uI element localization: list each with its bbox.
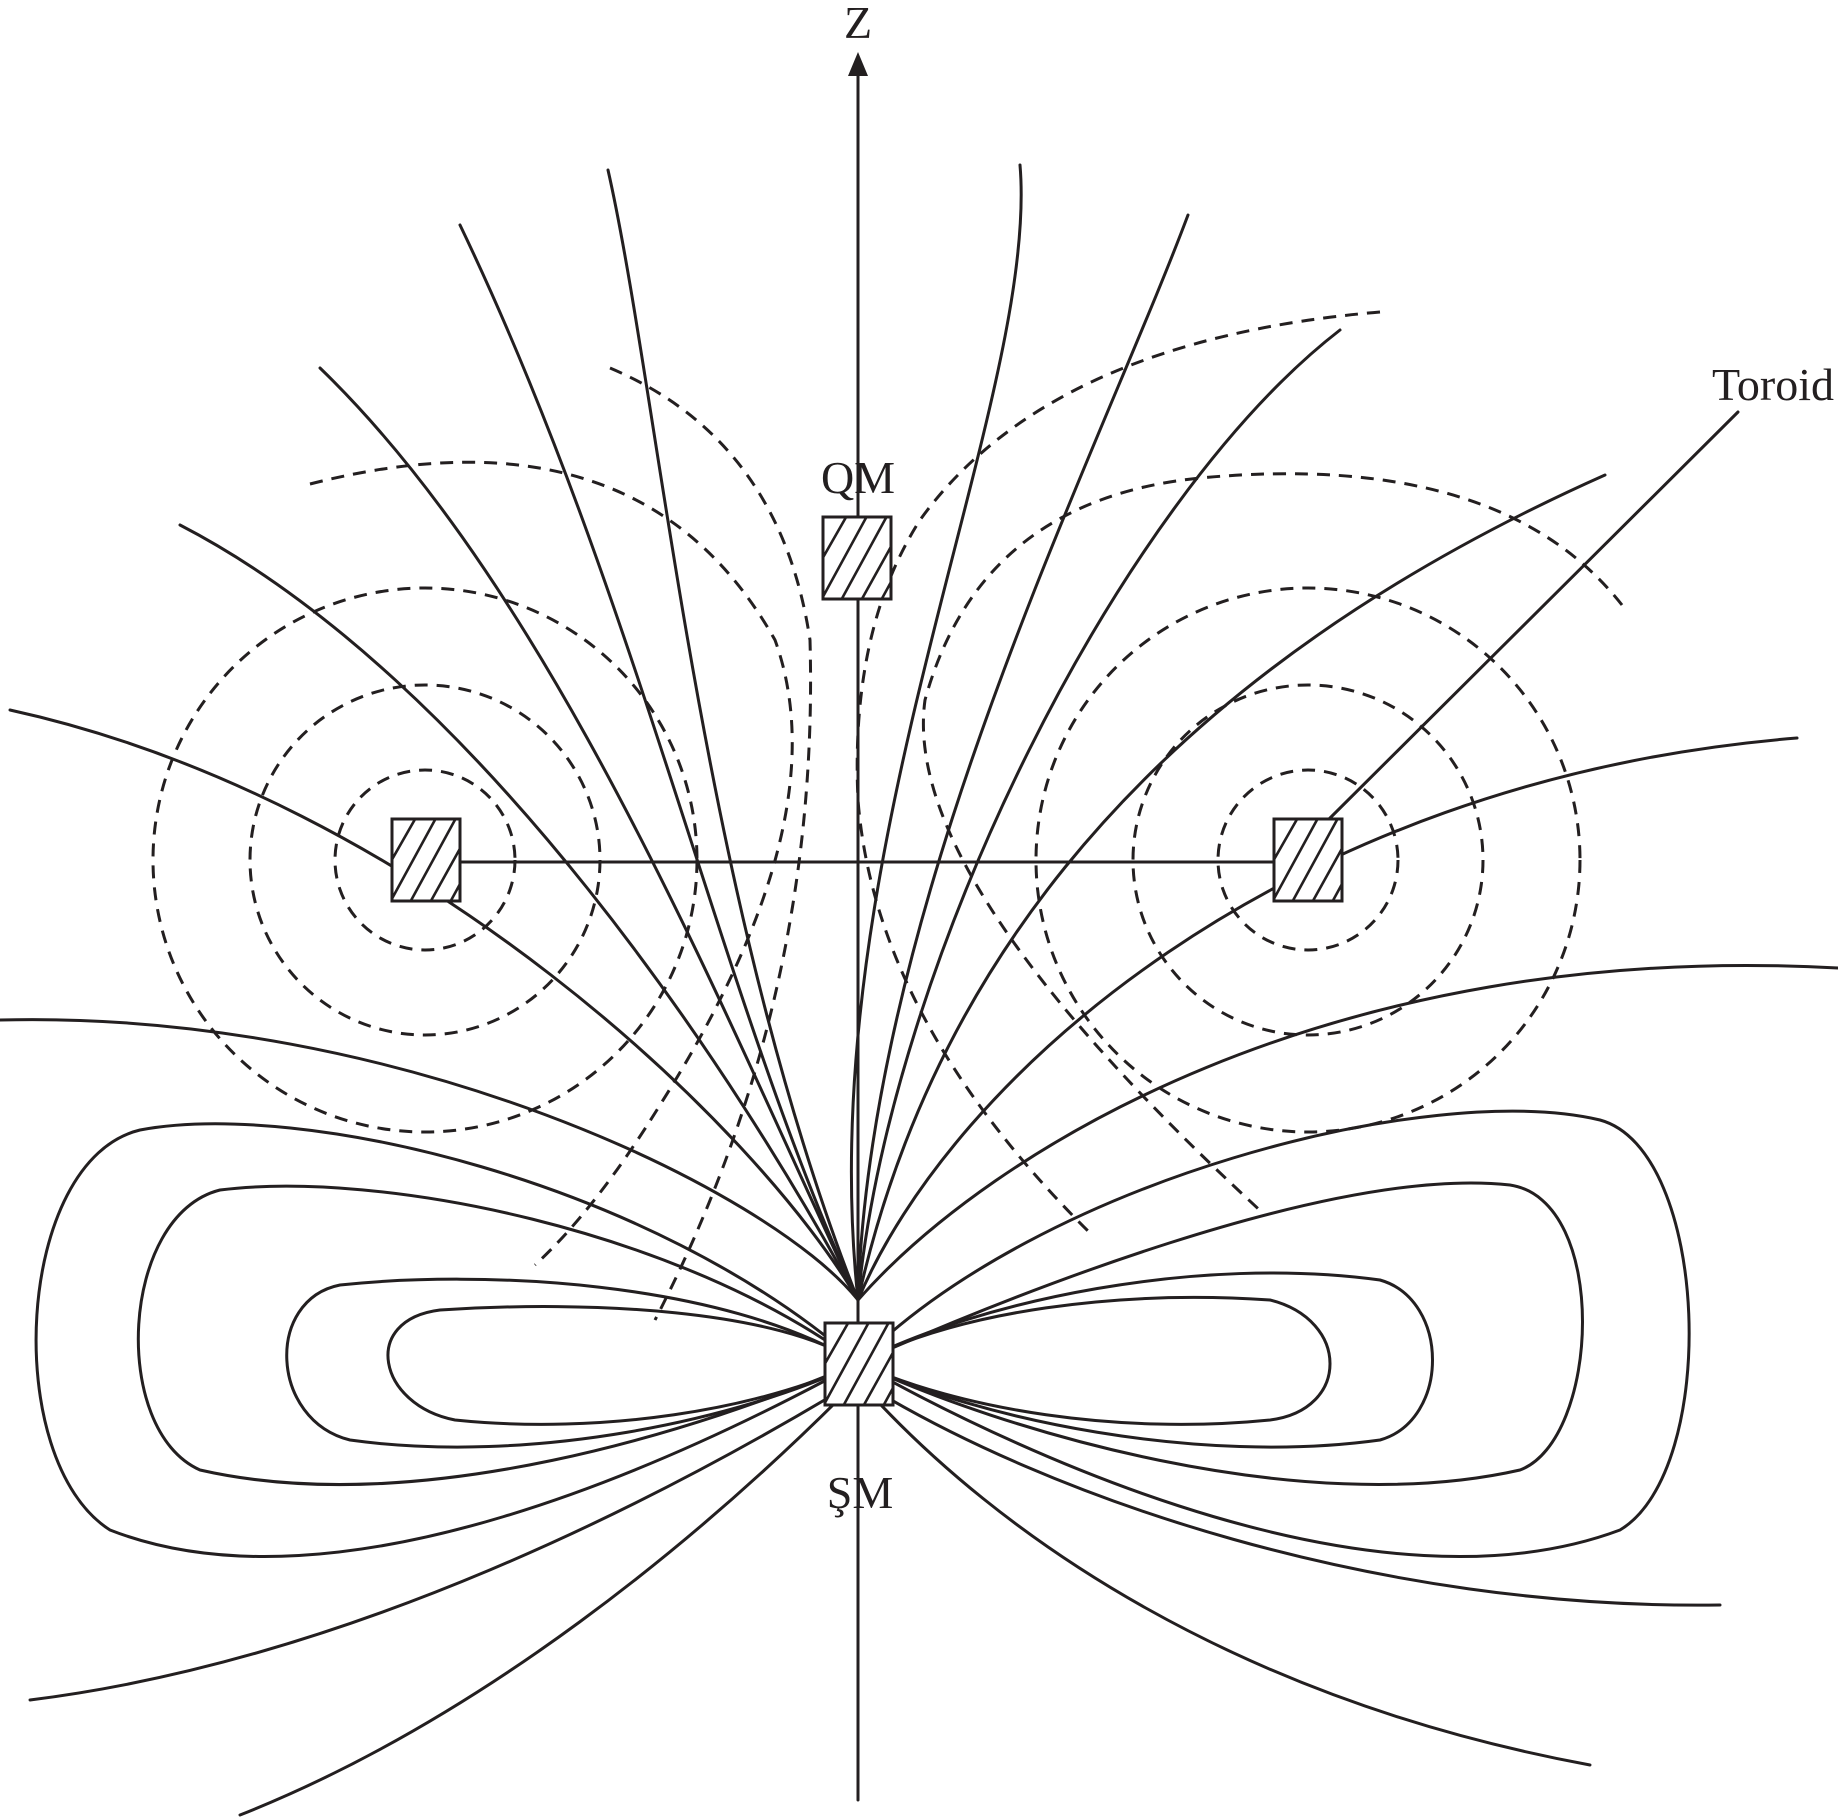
toroid-right-section [1272,817,1344,903]
upper-magnet-label: QM [821,452,895,503]
toroid-left-section [390,817,462,903]
upper-magnet-box [821,515,893,601]
lower-field-lines [28,1378,1722,1817]
z-axis-label: Z [844,0,872,48]
toroid-label: Toroid [1712,359,1834,410]
toroid-leader-line [1318,410,1740,830]
upper-field-lines [0,163,1838,1302]
dashed-arcs [309,310,1624,1321]
toroid-right-field-circles [1034,586,1582,1134]
lower-magnet-label: ŞM [827,1467,893,1518]
lower-magnet-box [823,1321,895,1407]
